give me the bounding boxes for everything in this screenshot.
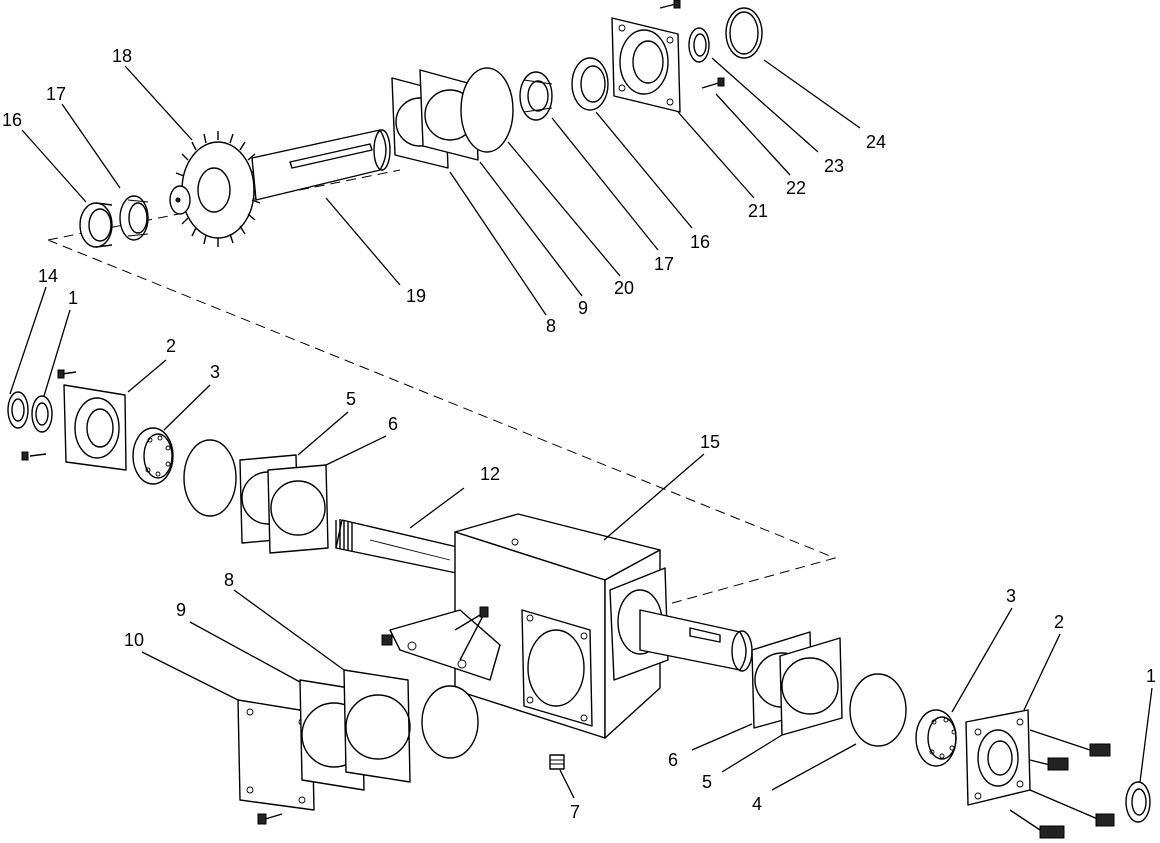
- gasket-6-left: [267, 464, 329, 554]
- callout-17-right: 17: [654, 254, 674, 274]
- gasket-8-bottom: [343, 669, 411, 783]
- flange-housing-2-left: [21, 369, 127, 471]
- callout-3-right: 3: [1006, 586, 1016, 606]
- callout-4: 4: [752, 794, 762, 814]
- callout-22: 22: [786, 178, 806, 198]
- callout-8-top: 8: [546, 316, 556, 336]
- callout-15: 15: [700, 432, 720, 452]
- callout-6-left: 6: [388, 414, 398, 434]
- gasket-5-right: [779, 637, 843, 736]
- flange-housing-2-right: [965, 709, 1031, 806]
- cover-10: [237, 699, 315, 825]
- seal-14: [7, 391, 29, 429]
- callout-3-left: 3: [210, 362, 220, 382]
- callout-21: 21: [748, 201, 768, 221]
- breather-plug-7: [549, 754, 565, 770]
- bearing-cup-16-left: [79, 202, 113, 248]
- bearing-3-right: [915, 709, 957, 767]
- callout-labels: 18 17 16 19 8 9 20 17 16 21 22 23 24 14 …: [2, 46, 1156, 822]
- shaft-19: [251, 129, 391, 201]
- bearing-cup-16-right: [571, 57, 609, 111]
- callout-24: 24: [866, 132, 886, 152]
- screws-right: [1009, 729, 1115, 839]
- callout-1-left: 1: [68, 288, 78, 308]
- input-shaft-12: [335, 519, 471, 576]
- callout-9-bottom: 9: [176, 600, 186, 620]
- gear-18: [169, 131, 263, 247]
- bearing-cone-17-right: [519, 71, 553, 121]
- callout-2-right: 2: [1054, 612, 1064, 632]
- seal-23: [688, 27, 710, 63]
- seal-disc-4-left: [183, 439, 237, 517]
- callout-20: 20: [614, 278, 634, 298]
- seal-disc-20: [460, 67, 514, 153]
- callout-10: 10: [124, 630, 144, 650]
- seal-1-left: [31, 395, 53, 433]
- callout-7: 7: [570, 802, 580, 822]
- callout-17-left: 17: [46, 84, 66, 104]
- screw-22: [659, 0, 725, 89]
- callout-1-right: 1: [1146, 666, 1156, 686]
- callout-19: 19: [406, 286, 426, 306]
- bearing-cone-17-left: [119, 195, 149, 241]
- callout-16-right: 16: [690, 232, 710, 252]
- callout-9-top: 9: [578, 298, 588, 318]
- leader-lines: [9, 57, 1153, 799]
- seal-1-right: [1125, 781, 1151, 823]
- retaining-ring-24: [725, 7, 763, 59]
- callout-16-left: 16: [2, 110, 22, 130]
- callout-8-bottom: 8: [224, 570, 234, 590]
- gearbox-housing-15: [381, 513, 669, 739]
- flange-housing-21: [611, 17, 681, 113]
- callout-5-left: 5: [346, 389, 356, 409]
- callout-23: 23: [824, 156, 844, 176]
- bearing-3-left: [132, 427, 174, 485]
- seal-disc-4-right: [849, 673, 907, 747]
- callout-5-right: 5: [702, 772, 712, 792]
- callout-2-left: 2: [166, 336, 176, 356]
- callout-12: 12: [480, 464, 500, 484]
- seal-disc-bottom-left: [421, 685, 479, 759]
- output-shaft: [639, 609, 753, 672]
- callout-6-right: 6: [668, 750, 678, 770]
- callout-18: 18: [112, 46, 132, 66]
- callout-14: 14: [38, 266, 58, 286]
